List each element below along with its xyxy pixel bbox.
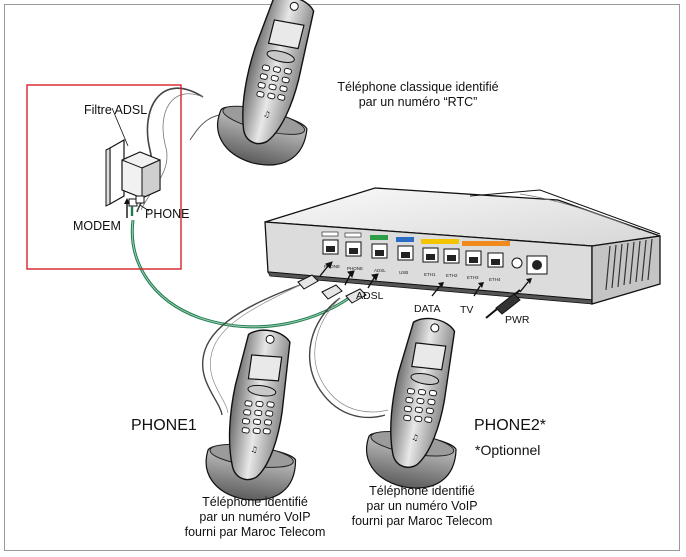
voip2-caption: Téléphone identifié par un numéro VoIP f… [322, 484, 522, 529]
filter-highlight-box [26, 84, 182, 270]
power-plug-icon [485, 278, 532, 319]
svg-text:PHONE: PHONE [347, 266, 363, 271]
filter-title: Filtre ADSL [84, 103, 148, 117]
phone2-label: PHONE2* [474, 417, 547, 434]
phone-port-label: PHONE [145, 207, 190, 221]
rtc-caption-line1: Téléphone classique identifié [337, 80, 499, 94]
svg-text:ETH4: ETH4 [489, 277, 501, 282]
router-icon: PHONE PHONE ADSL USB ETH1 ETH2 ETH3 ETH4 [264, 187, 661, 305]
rj-plug-icon [297, 261, 379, 304]
phone1-label: PHONE1 [131, 417, 197, 434]
cordless-phone-icon-phone1 [200, 323, 315, 507]
adsl-label: ADSL [356, 290, 384, 302]
optional-note: *Optionnel [475, 442, 541, 458]
voip2-line2: par un numéro VoIP [366, 499, 478, 513]
adsl-filter-icon [105, 138, 161, 216]
svg-text:PHONE: PHONE [324, 264, 340, 269]
diagram-frame [4, 4, 680, 551]
voip1-line3: fourni par Maroc Telecom [184, 525, 326, 539]
voip1-line1: Téléphone identifié [202, 495, 308, 509]
svg-text:ETH2: ETH2 [446, 273, 458, 278]
phone2-cable [308, 297, 386, 419]
voip2-line3: fourni par Maroc Telecom [351, 514, 493, 528]
rtc-caption-line2: par un numéro “RTC” [358, 95, 478, 109]
svg-text:ETH3: ETH3 [467, 275, 479, 280]
data-label: DATA [414, 303, 441, 315]
voip2-line1: Téléphone identifié [369, 484, 475, 498]
phone1-cable [202, 284, 301, 416]
cordless-phone-icon-phone2 [360, 310, 479, 496]
tv-label: TV [460, 304, 474, 316]
voip1-line2: par un numéro VoIP [199, 510, 311, 524]
modem-port-label: MODEM [73, 219, 121, 233]
svg-text:ADSL: ADSL [374, 268, 386, 273]
voip1-caption: Téléphone identifié par un numéro VoIP f… [155, 495, 355, 540]
svg-text:USB: USB [399, 270, 408, 275]
pwr-label: PWR [505, 314, 530, 326]
svg-text:ETH1: ETH1 [424, 272, 436, 277]
rtc-phone-caption: Téléphone classique identifié par un num… [318, 80, 518, 110]
